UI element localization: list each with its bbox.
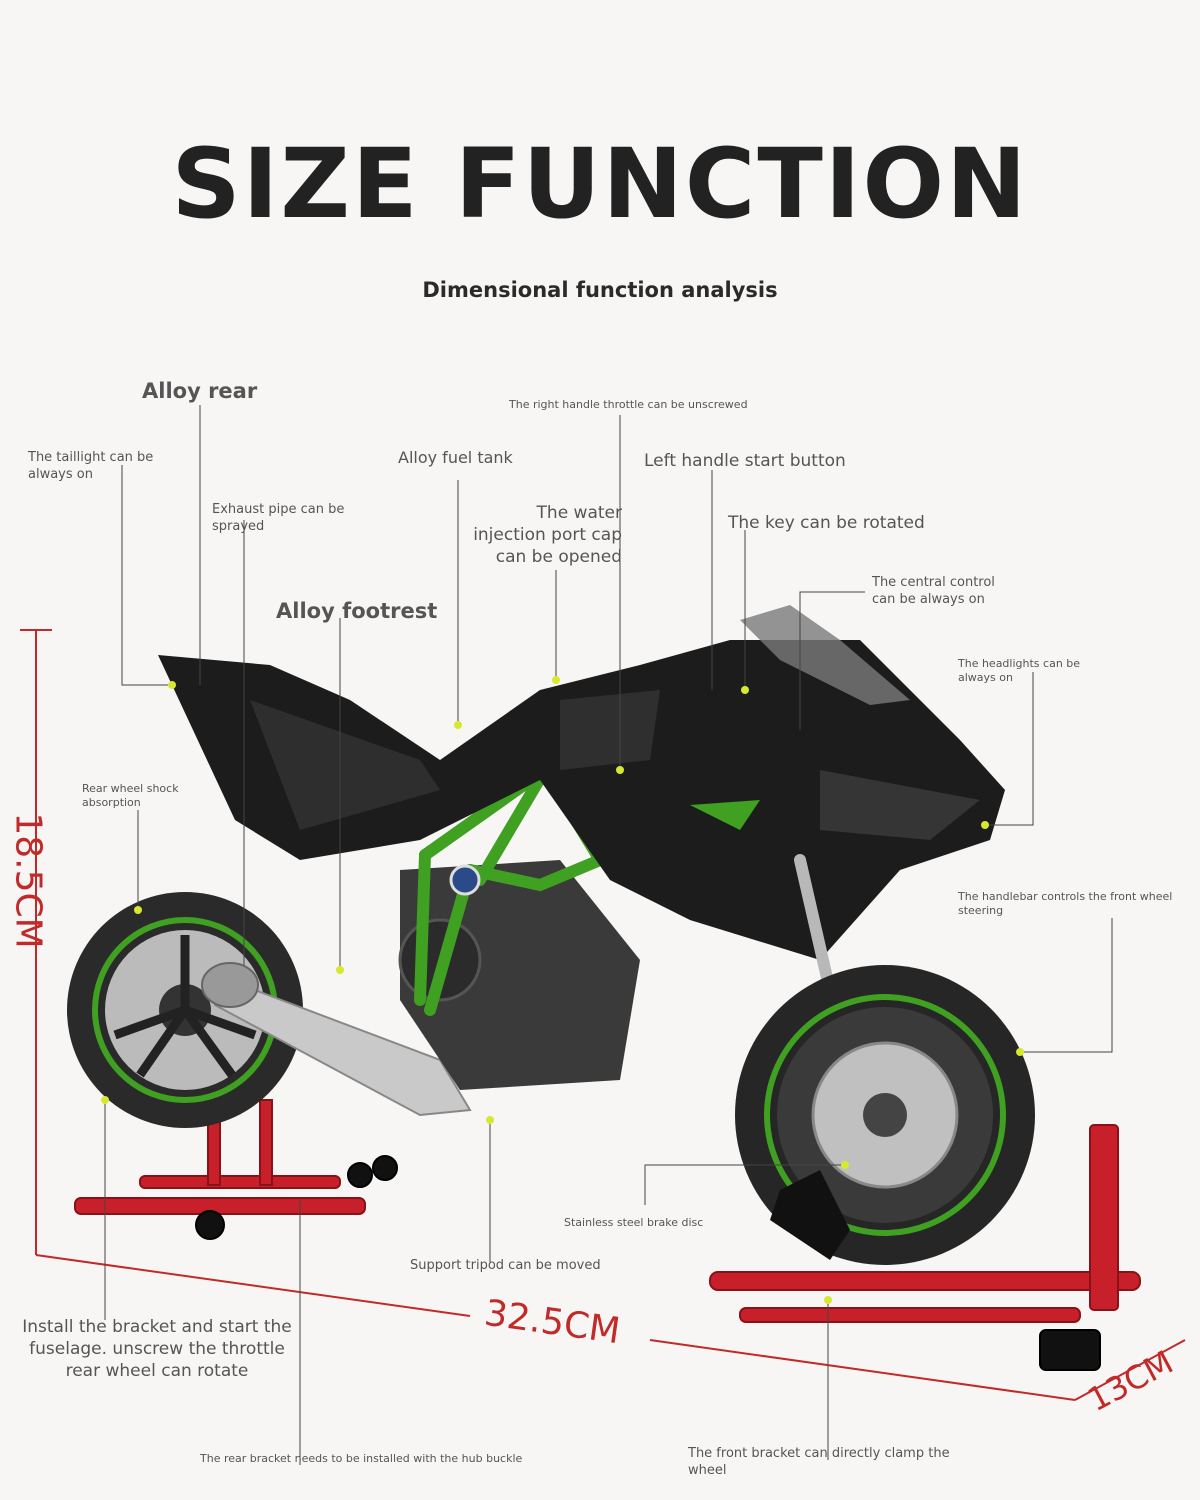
- callout-dots: [101, 676, 1024, 1304]
- callout-brake-disc: Stainless steel brake disc: [564, 1216, 704, 1229]
- callout-handlebar: The handlebar controls the front wheel s…: [958, 890, 1173, 918]
- callout-alloy-rear: Alloy rear: [142, 379, 258, 403]
- callout-central-control: The central control can be always on: [872, 575, 995, 607]
- page-title: SIZE FUNCTION: [171, 128, 1029, 240]
- front-wheel: [735, 965, 1035, 1265]
- callout-rear-shock: Rear wheel shock absorption: [82, 782, 179, 810]
- callout-install-bracket: Install the bracket and start the fusela…: [22, 1317, 292, 1382]
- dimension-height: 18.5CM: [7, 812, 49, 949]
- leader-lines: [104, 405, 1113, 1465]
- page-subtitle: Dimensional function analysis: [422, 278, 778, 302]
- callout-rear-bracket: The rear bracket needs to be installed w…: [200, 1452, 523, 1465]
- callout-tripod: Support tripod can be moved: [410, 1258, 601, 1273]
- callout-taillight: The taillight can be always on: [28, 450, 154, 482]
- bike-body: [158, 640, 1005, 960]
- dimension-lines: [20, 629, 1186, 1401]
- windscreen: [740, 605, 910, 705]
- callout-exhaust: Exhaust pipe can be sprayed: [212, 502, 345, 534]
- callout-front-bracket: The front bracket can directly clamp the…: [688, 1446, 950, 1478]
- callout-fuel-tank: Alloy fuel tank: [398, 448, 513, 467]
- callout-throttle: The right handle throttle can be unscrew…: [509, 398, 748, 411]
- callout-water-cap: The water injection port cap can be open…: [473, 503, 622, 568]
- callout-key: The key can be rotated: [728, 513, 925, 533]
- callout-footrest: Alloy footrest: [276, 599, 438, 623]
- callout-headlights: The headlights can be always on: [958, 657, 1081, 685]
- rear-stand: [74, 1094, 398, 1240]
- callout-start-button: Left handle start button: [644, 451, 846, 471]
- front-stand: [709, 1124, 1141, 1371]
